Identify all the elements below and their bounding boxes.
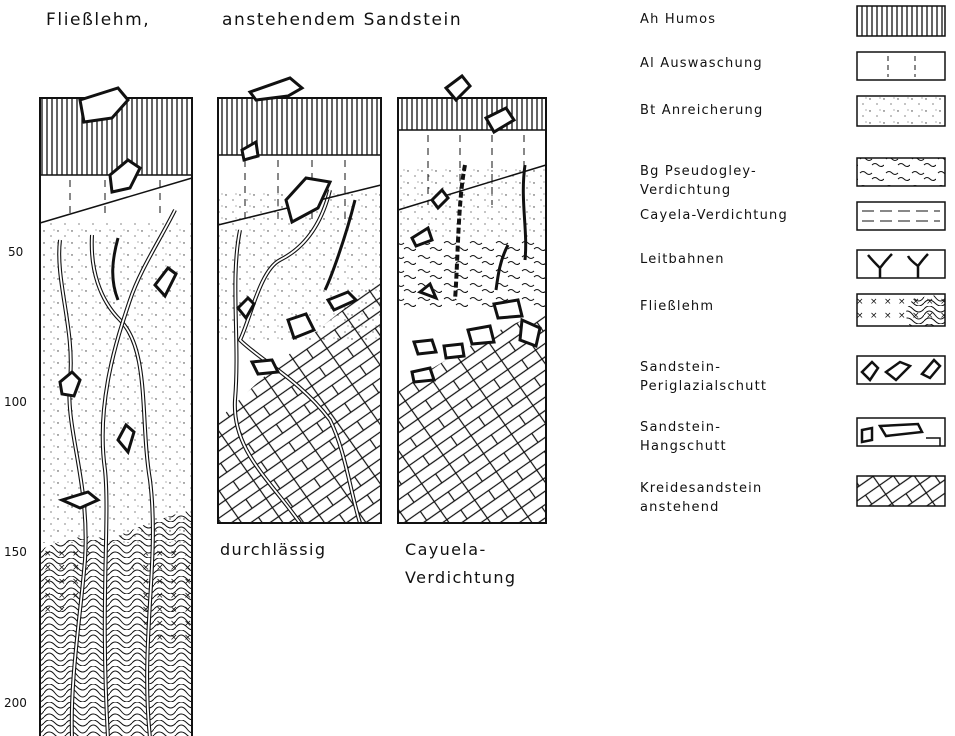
profile-column-1	[40, 88, 192, 736]
profile-column-2	[218, 78, 381, 523]
profile-column-3	[398, 76, 546, 523]
legend-symbol-kreidesandstein	[857, 476, 945, 506]
legend-symbol-ah-humos	[857, 6, 945, 36]
legend-symbol-bg-pseudogley	[857, 158, 945, 186]
legend-label-bt-anreicherung: Bt Anreicherung	[640, 101, 763, 120]
legend-symbol-fliesslehm	[857, 294, 945, 326]
legend-label-periglazial-1: Sandstein-	[640, 358, 721, 377]
legend-label-leitbahnen: Leitbahnen	[640, 250, 725, 269]
legend-label-periglazial-2: Periglazialschutt	[640, 377, 767, 396]
legend-label-bg-pseudogley-2: Verdichtung	[640, 181, 731, 200]
legend-label-hangschutt-1: Sandstein-	[640, 418, 721, 437]
legend-label-al-auswaschung: Al Auswaschung	[640, 54, 763, 73]
legend-symbol-hangschutt	[857, 418, 945, 446]
legend-label-fliesslehm: Fließlehm	[640, 297, 714, 316]
legend-label-cayela-verdichtung: Cayela-Verdichtung	[640, 206, 788, 225]
legend-symbol-periglazialschutt	[857, 356, 945, 384]
legend-symbol-bt-anreicherung	[857, 96, 945, 126]
legend-symbol-leitbahnen	[857, 250, 945, 278]
legend-symbol-cayela-verdichtung	[857, 202, 945, 230]
legend-symbol-al-auswaschung	[857, 52, 945, 80]
legend-label-kreidesandstein-1: Kreidesandstein	[640, 479, 762, 498]
legend-label-kreidesandstein-2: anstehend	[640, 498, 720, 517]
legend-label-bg-pseudogley-1: Bg Pseudogley-	[640, 162, 757, 181]
legend-label-ah-humos: Ah Humos	[640, 10, 716, 29]
legend-label-hangschutt-2: Hangschutt	[640, 437, 727, 456]
